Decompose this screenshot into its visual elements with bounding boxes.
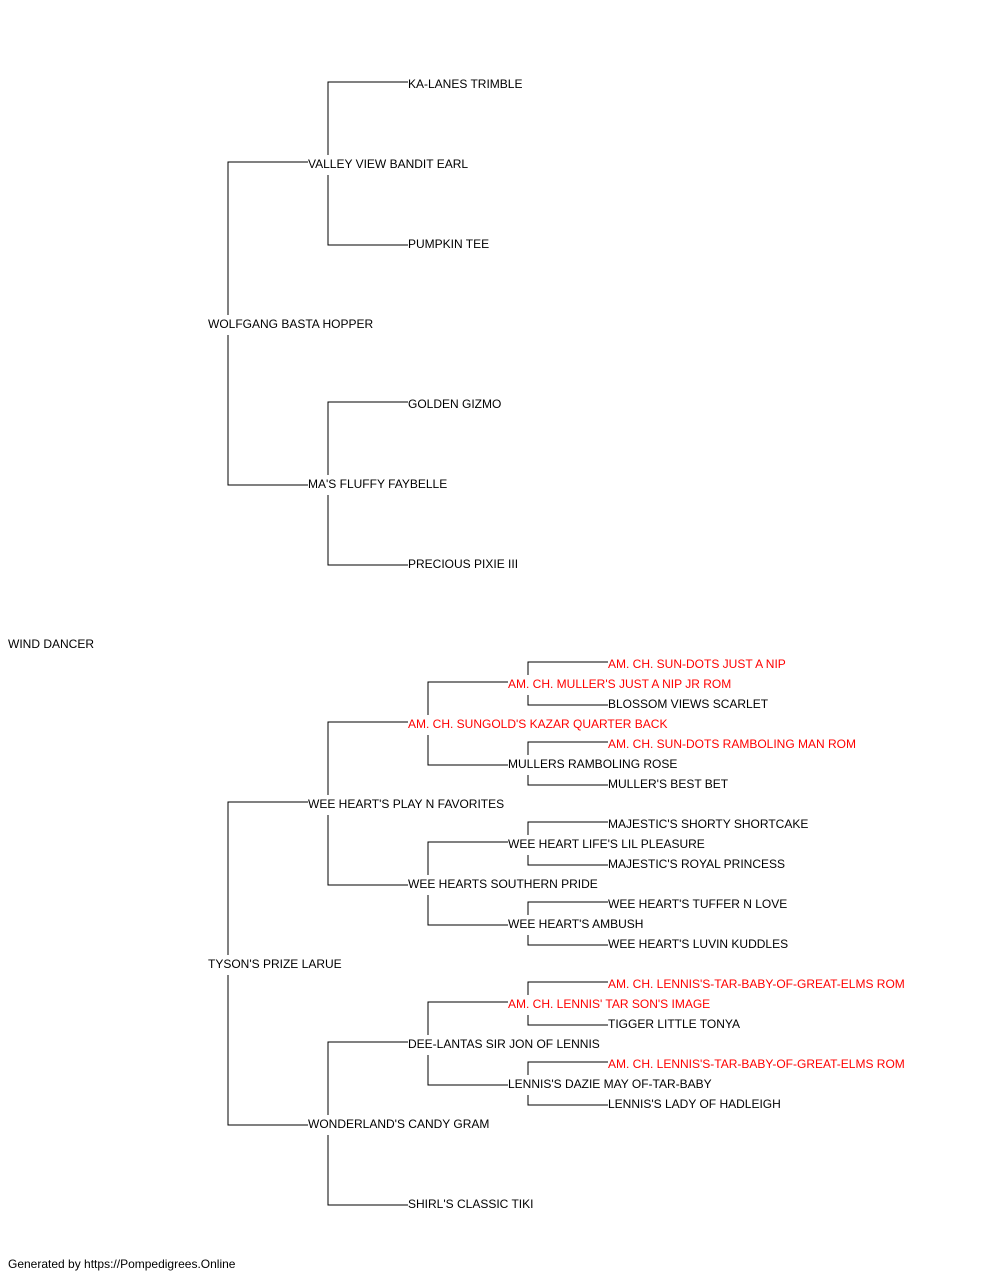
connector-dds bbox=[427, 1001, 508, 1035]
dss-sire-name: AM. CH. MULLER'S JUST A NIP JR ROM bbox=[508, 677, 732, 691]
connector-dsd bbox=[427, 841, 508, 875]
connector-dssD bbox=[527, 775, 608, 786]
connector-sire-sire bbox=[327, 175, 408, 246]
connector-dsd bbox=[427, 895, 508, 926]
dam-sire-sire-name: AM. CH. SUNGOLD'S KAZAR QUARTER BACK bbox=[408, 717, 668, 731]
ddsD-sire-name: AM. CH. LENNIS'S-TAR-BABY-OF-GREAT-ELMS … bbox=[608, 1057, 905, 1071]
connector-dam-dam bbox=[327, 1041, 408, 1115]
sire-dam-sire-name: GOLDEN GIZMO bbox=[408, 397, 502, 411]
connector-ddsD bbox=[527, 1095, 608, 1106]
dsdS-sire-name: MAJESTIC'S SHORTY SHORTCAKE bbox=[608, 817, 809, 831]
dam-dam-name: WONDERLAND'S CANDY GRAM bbox=[308, 1117, 490, 1131]
connector-sire-dam bbox=[327, 495, 408, 566]
dss-dam-name: MULLERS RAMBOLING ROSE bbox=[508, 757, 678, 771]
connector-dam bbox=[227, 975, 308, 1126]
dsdS-dam-name: MAJESTIC'S ROYAL PRINCESS bbox=[608, 857, 785, 871]
connector-ddsD bbox=[527, 1061, 608, 1075]
connector-dsdD bbox=[527, 935, 608, 946]
connector-dam-dam bbox=[327, 1135, 408, 1206]
dssS-sire-name: AM. CH. SUN-DOTS JUST A NIP bbox=[608, 657, 786, 671]
dam-sire-name: WEE HEART'S PLAY N FAVORITES bbox=[308, 797, 505, 811]
sire-sire-dam-name: PUMPKIN TEE bbox=[408, 237, 490, 251]
connector-dssS bbox=[527, 695, 608, 706]
dam-name: TYSON'S PRIZE LARUE bbox=[208, 957, 342, 971]
connector-sire bbox=[227, 335, 308, 486]
connector-dsdS bbox=[527, 855, 608, 866]
connector-sire-dam bbox=[327, 401, 408, 475]
ddsD-dam-name: LENNIS'S LADY OF HADLEIGH bbox=[608, 1097, 781, 1111]
connector-dssS bbox=[527, 661, 608, 675]
ddsS-sire-name: AM. CH. LENNIS'S-TAR-BABY-OF-GREAT-ELMS … bbox=[608, 977, 905, 991]
connector-ddsS bbox=[527, 1015, 608, 1026]
subject-name: WIND DANCER bbox=[8, 637, 94, 651]
sire-dam-name: MA'S FLUFFY FAYBELLE bbox=[308, 477, 448, 491]
connector-dam-sire bbox=[327, 815, 408, 886]
connector-dsdD bbox=[527, 901, 608, 915]
connector-dssD bbox=[527, 741, 608, 755]
connector-dss bbox=[427, 681, 508, 715]
sire-sire-sire-name: KA-LANES TRIMBLE bbox=[408, 77, 523, 91]
dssS-dam-name: BLOSSOM VIEWS SCARLET bbox=[608, 697, 769, 711]
dds-sire-name: AM. CH. LENNIS' TAR SON'S IMAGE bbox=[508, 997, 711, 1011]
connector-dsdS bbox=[527, 821, 608, 835]
generated-by-footer: Generated by https://Pompedigrees.Online bbox=[8, 1257, 236, 1271]
connector-sire bbox=[227, 161, 308, 315]
dam-dam-dam-name: SHIRL'S CLASSIC TIKI bbox=[408, 1197, 534, 1211]
dsdD-dam-name: WEE HEART'S LUVIN KUDDLES bbox=[608, 937, 789, 951]
dsd-sire-name: WEE HEART LIFE'S LIL PLEASURE bbox=[508, 837, 705, 851]
dsd-dam-name: WEE HEART'S AMBUSH bbox=[508, 917, 644, 931]
dssD-sire-name: AM. CH. SUN-DOTS RAMBOLING MAN ROM bbox=[608, 737, 857, 751]
sire-sire-name: VALLEY VIEW BANDIT EARL bbox=[308, 157, 469, 171]
dsdD-sire-name: WEE HEART'S TUFFER N LOVE bbox=[608, 897, 788, 911]
connector-dam-sire bbox=[327, 721, 408, 795]
connector-dam bbox=[227, 801, 308, 955]
connector-dss bbox=[427, 735, 508, 766]
connector-dds bbox=[427, 1055, 508, 1086]
sire-name: WOLFGANG BASTA HOPPER bbox=[208, 317, 374, 331]
dssD-dam-name: MULLER'S BEST BET bbox=[608, 777, 729, 791]
ddsS-dam-name: TIGGER LITTLE TONYA bbox=[608, 1017, 741, 1031]
dam-dam-sire-name: DEE-LANTAS SIR JON OF LENNIS bbox=[408, 1037, 600, 1051]
connector-ddsS bbox=[527, 981, 608, 995]
sire-dam-dam-name: PRECIOUS PIXIE III bbox=[408, 557, 519, 571]
connector-sire-sire bbox=[327, 81, 408, 155]
dds-dam-name: LENNIS'S DAZIE MAY OF-TAR-BABY bbox=[508, 1077, 712, 1091]
dam-sire-dam-name: WEE HEARTS SOUTHERN PRIDE bbox=[408, 877, 598, 891]
